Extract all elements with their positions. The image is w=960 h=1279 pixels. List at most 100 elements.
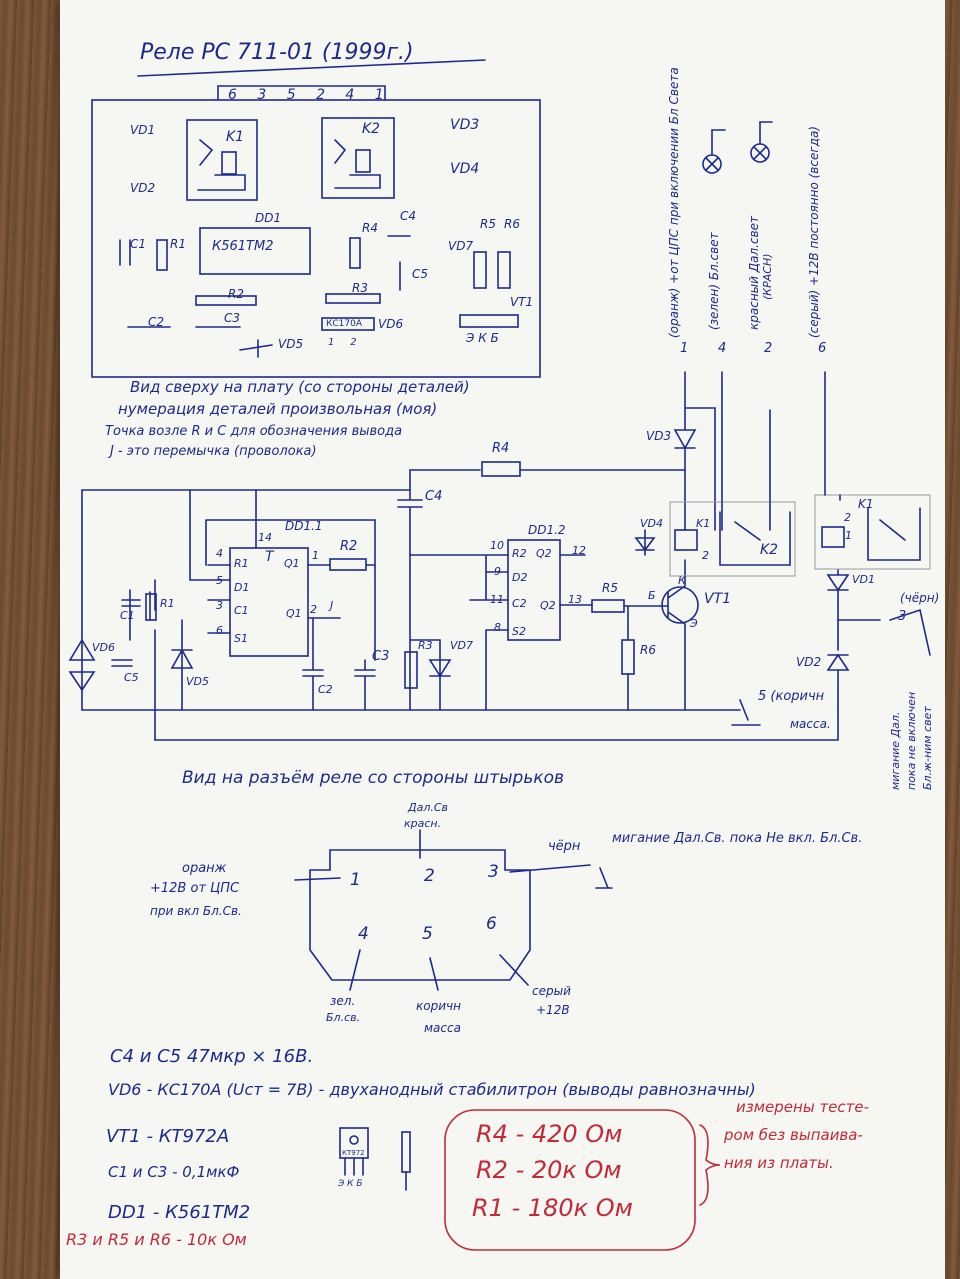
conn-right-note: мигание Дал.Св. пока Не вкл. Бл.Св. [612,831,863,846]
label-c5: C5 [412,267,429,281]
label-c4-main: C4 [425,489,443,504]
label-pin5-sub: масса. [790,717,831,731]
conn-pin-4: 4 [358,924,369,944]
r6-resistor [621,639,635,675]
label-kc-pins: 1 2 [328,337,357,348]
label-k1-pin2: 2 [844,511,851,524]
board-k1-outline [186,119,258,201]
label-r5: R5 [480,217,496,231]
label-r1: R1 [170,237,186,251]
label-r2-main: R2 [340,539,358,554]
label-pin11: 11 [490,593,504,606]
label-c2-main: C2 [318,683,333,696]
label-c1-main: C1 [120,609,135,622]
label-e: Э [690,617,698,630]
label-t: T [265,549,274,565]
board-chip-outline [199,227,311,275]
label-pin3: 3 [216,599,223,612]
label-c2: C2 [148,315,165,329]
conn-left-label-1: оранж [182,861,227,876]
label-vd1-main: VD1 [852,573,875,586]
board-pin-bracket [217,85,386,101]
conn-bottom-2b: масса [424,1021,461,1035]
label-pin5: 5 [216,574,223,587]
paper-sheet [60,0,945,1279]
k1-relay-box [814,494,931,570]
board-pin-numbers: 6 3 5 2 4 1 [228,87,392,103]
label-s-pin: S1 [234,632,248,645]
label-pin1: 1 [312,549,319,562]
parts-line-4: С1 и С3 - 0,1мкФ [108,1163,240,1181]
label-vd3: VD3 [450,117,480,133]
measured-box [444,1109,696,1251]
measured-note-3: ния из платы. [724,1154,834,1172]
label-r1-main: R1 [160,597,175,610]
blink-note-1: мигание Дал. [889,711,902,790]
conn-label-krasn: (КРАСН) [761,253,774,300]
label-k2-main: K2 [760,542,779,558]
page-title: Реле РС 711-01 (1999г.) [140,40,414,65]
label-c4: C4 [400,209,417,223]
conn-pin-3: 3 [488,862,499,882]
label-b: Б [648,589,656,602]
label-c3-main: C3 [372,649,390,664]
conn-left-label-3: при вкл Бл.Св. [150,904,242,918]
label-kc170a: КС170А [326,319,363,329]
label-pin13: 13 [568,593,582,606]
label-vd3-main: VD3 [646,429,672,443]
label-r-pin: R1 [234,557,249,570]
label-pin9: 9 [494,565,501,578]
label-q1: Q1 [284,557,300,570]
label-q2b: Q2 [540,599,556,612]
conn-label-6: (серый) +12В постоянно (всегда) [807,126,821,338]
label-d-pin: D1 [234,581,250,594]
board-note-2: нумерация деталей произвольная (моя) [118,400,438,418]
label-vd6: VD6 [378,317,404,331]
top-rail [81,469,686,491]
label-vd5-main: VD5 [186,675,209,688]
label-vd7: VD7 [448,239,474,253]
r2-resistor [329,558,367,571]
label-pin12: 12 [572,544,586,557]
label-pin2: 2 [310,603,317,616]
conn-num-2: 2 [764,341,773,356]
conn-pin-1: 1 [350,870,361,890]
conn-label-2: красный Дал.свет [747,215,761,330]
dd12-chip [507,539,561,641]
board-note-4: J - это перемычка (проволока) [110,444,317,459]
conn-pin-2: 2 [424,866,435,886]
k2-relay-box [669,501,796,577]
label-vd4-main: VD4 [640,517,663,530]
measured-note-1: измерены тесте- [736,1098,870,1116]
conn-bottom-2a: коричн [416,999,461,1013]
measured-r4: R4 - 420 Ом [476,1120,623,1148]
label-ekb: Э К Б [466,331,499,345]
label-pin3-color: (чёрн) [900,591,940,605]
label-vd1: VD1 [130,123,156,137]
label-d2-pin: D2 [512,571,528,584]
board-note-1: Вид сверху на плату (со стороны деталей) [130,378,470,396]
label-q2: Q2 [536,547,552,560]
blink-note-2: пока не включен [905,691,918,790]
label-k2: K2 [362,121,381,137]
label-vd7-main: VD7 [450,639,473,652]
conn-left-label-2: +12В от ЦПС [150,881,240,896]
label-vd2-main: VD2 [796,655,822,669]
conn-label-4: (зелен) Бл.свет [707,232,721,330]
label-c3: C3 [224,311,241,325]
r4-resistor [481,461,521,477]
label-k: К [678,574,686,587]
conn-label-1: (оранж) +от ЦПС при включении Бл Света [667,67,681,338]
conn-view-top-2: красн. [404,817,442,830]
label-r3-main: R3 [418,639,433,652]
red-note: R3 и R5 и R6 - 10к Ом [66,1230,247,1249]
conn-pin-6: 6 [486,914,497,934]
label-k1-coil: K1 [696,517,711,530]
parts-line-1: С4 и С5 47мкр × 16В. [110,1046,314,1067]
label-r4: R4 [362,221,378,235]
label-c-pin: C1 [234,604,249,617]
conn-num-6: 6 [818,341,827,356]
conn-bottom-1a: зел. [330,994,356,1008]
label-j: J [330,599,334,612]
